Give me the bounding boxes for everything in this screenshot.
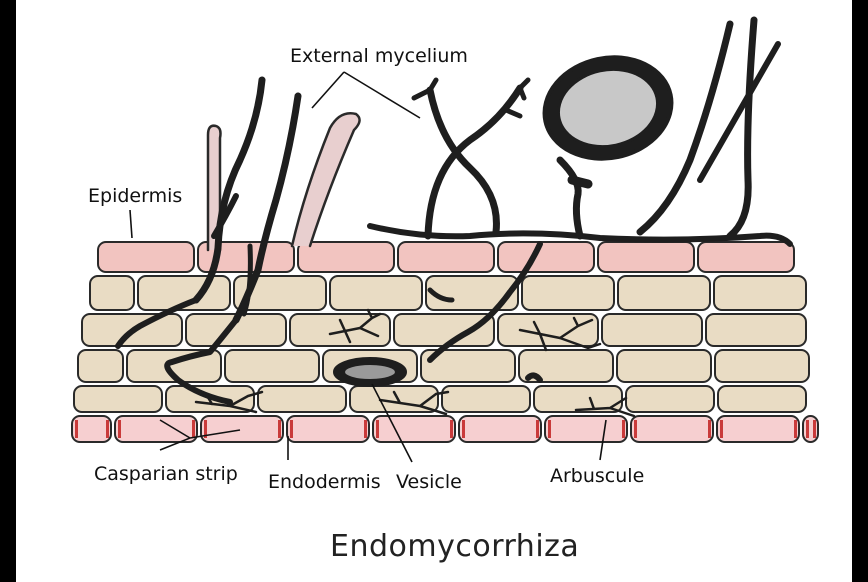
casparian-strip-mark bbox=[622, 420, 625, 438]
cortex-cell bbox=[74, 386, 162, 412]
casparian-strip-mark bbox=[192, 420, 195, 438]
label-external-mycelium: External mycelium bbox=[290, 45, 468, 67]
epidermis-cell bbox=[498, 242, 594, 272]
endodermis-cell bbox=[631, 416, 713, 442]
endodermis-cell bbox=[373, 416, 455, 442]
endodermis-cell bbox=[287, 416, 369, 442]
cortex-cell bbox=[258, 386, 346, 412]
cortex-cell bbox=[626, 386, 714, 412]
casparian-strip-mark bbox=[794, 420, 797, 438]
cortex-cell bbox=[225, 350, 319, 382]
spore-stalk-knot bbox=[572, 180, 588, 184]
endodermis-cell bbox=[545, 416, 627, 442]
casparian-strip-mark bbox=[118, 420, 121, 438]
casparian-strip-mark bbox=[708, 420, 711, 438]
casparian-strip-mark bbox=[548, 420, 551, 438]
cortex-cell bbox=[426, 276, 518, 310]
casparian-strip-mark bbox=[106, 420, 109, 438]
epidermis-cell bbox=[98, 242, 194, 272]
cortex-cell bbox=[718, 386, 806, 412]
cortex-cell bbox=[78, 350, 123, 382]
cortex-cell bbox=[394, 314, 494, 346]
diagram-title: Endomycorrhiza bbox=[330, 529, 579, 564]
label-casparian-strip: Casparian strip bbox=[94, 463, 238, 485]
epidermis-cell bbox=[698, 242, 794, 272]
casparian-strip-mark bbox=[806, 420, 809, 438]
casparian-strip-mark bbox=[364, 420, 367, 438]
cortex-cell bbox=[618, 276, 710, 310]
cortex-cell bbox=[706, 314, 806, 346]
label-endodermis: Endodermis bbox=[268, 471, 381, 493]
casparian-strip-mark bbox=[720, 420, 723, 438]
epidermis-cell bbox=[598, 242, 694, 272]
endodermis-cell bbox=[201, 416, 283, 442]
casparian-strip-mark bbox=[536, 420, 539, 438]
endodermis-cell bbox=[459, 416, 541, 442]
label-arbuscule: Arbuscule bbox=[550, 465, 644, 487]
casparian-strip-mark bbox=[462, 420, 465, 438]
casparian-strip-mark bbox=[813, 420, 816, 438]
casparian-strip-mark bbox=[290, 420, 293, 438]
cortex-cell bbox=[498, 314, 598, 346]
endodermis-cell bbox=[115, 416, 197, 442]
epidermis-cell bbox=[398, 242, 494, 272]
cortex-cell bbox=[714, 276, 806, 310]
casparian-strip-mark bbox=[278, 420, 281, 438]
label-epidermis: Epidermis bbox=[88, 185, 182, 207]
cortex-cell bbox=[715, 350, 809, 382]
casparian-strip-mark bbox=[450, 420, 453, 438]
vesicle-interior bbox=[344, 364, 396, 380]
cortex-cell bbox=[442, 386, 530, 412]
cortex-cell bbox=[617, 350, 711, 382]
cortex-cell bbox=[330, 276, 422, 310]
label-vesicle: Vesicle bbox=[396, 471, 462, 493]
cortex-cell bbox=[602, 314, 702, 346]
endodermis-cell bbox=[717, 416, 799, 442]
casparian-strip-mark bbox=[634, 420, 637, 438]
cortex-cell bbox=[90, 276, 134, 310]
casparian-strip-mark bbox=[75, 420, 78, 438]
casparian-strip-mark bbox=[376, 420, 379, 438]
cortex-cell bbox=[522, 276, 614, 310]
epidermis-cell bbox=[298, 242, 394, 272]
